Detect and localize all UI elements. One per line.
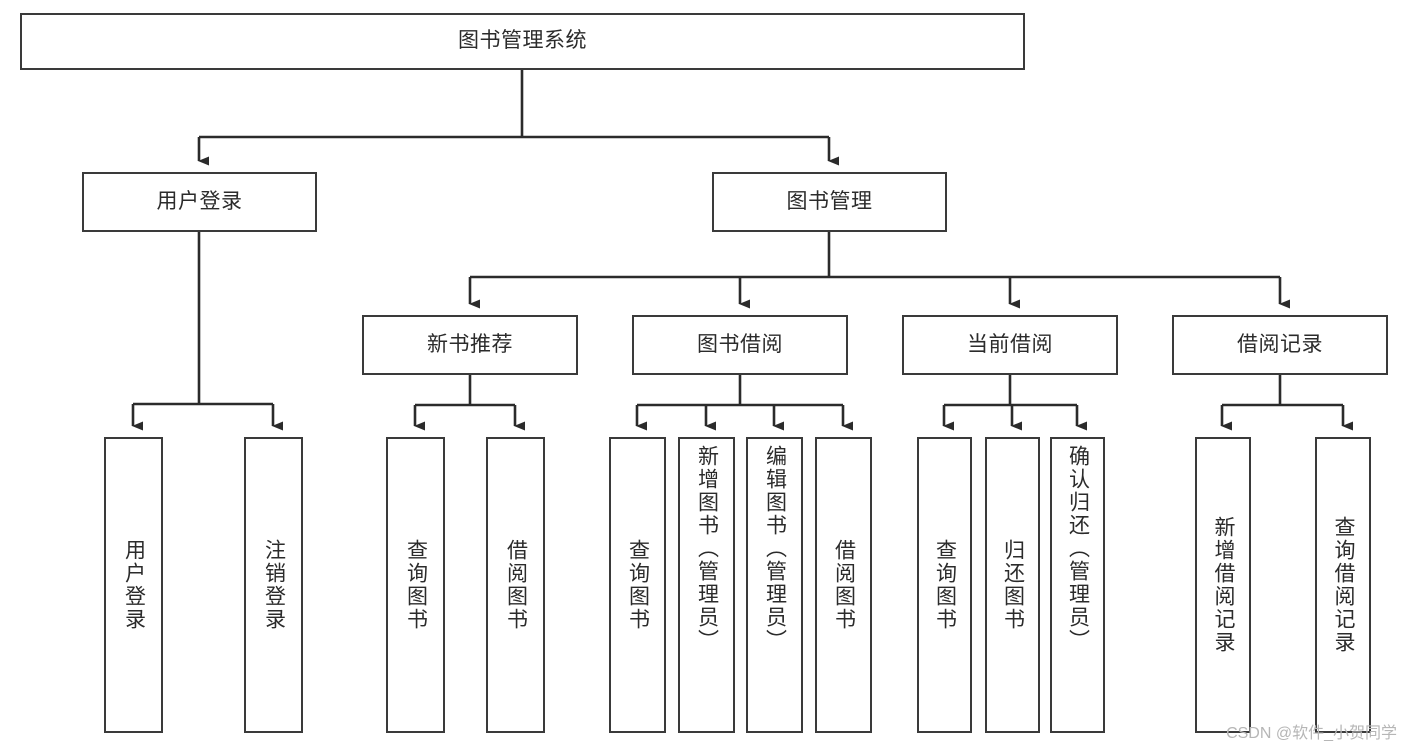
csdn-watermark: CSDN @软件_小贺同学 xyxy=(1226,725,1397,742)
node-leaf-user-login-label: 用户登录 xyxy=(122,539,146,631)
node-leaf-add-record[interactable]: 新增借阅记录 xyxy=(1195,437,1251,733)
node-new-book-recommend[interactable]: 新书推荐 xyxy=(362,315,578,375)
node-book-borrow-label: 图书借阅 xyxy=(697,332,783,356)
node-leaf-add-record-label: 新增借阅记录 xyxy=(1212,516,1236,654)
node-leaf-query-book-2-label: 查询图书 xyxy=(626,539,650,631)
node-current-borrow-label: 当前借阅 xyxy=(967,332,1053,356)
node-book-borrow[interactable]: 图书借阅 xyxy=(632,315,848,375)
node-leaf-query-book-2[interactable]: 查询图书 xyxy=(609,437,666,733)
node-leaf-logout-login[interactable]: 注销登录 xyxy=(244,437,303,733)
node-borrow-record[interactable]: 借阅记录 xyxy=(1172,315,1388,375)
node-root[interactable]: 图书管理系统 xyxy=(20,13,1025,70)
node-leaf-query-record-label: 查询借阅记录 xyxy=(1332,516,1356,654)
node-leaf-query-book-3-label: 查询图书 xyxy=(933,539,957,631)
node-leaf-borrow-book-1[interactable]: 借阅图书 xyxy=(486,437,545,733)
node-leaf-query-record[interactable]: 查询借阅记录 xyxy=(1315,437,1371,733)
node-leaf-add-book-label: 新增图书（管理员） xyxy=(695,445,719,652)
node-borrow-record-label: 借阅记录 xyxy=(1237,332,1323,356)
node-leaf-query-book-3[interactable]: 查询图书 xyxy=(917,437,972,733)
node-leaf-return-book-label: 归还图书 xyxy=(1001,539,1025,631)
node-leaf-borrow-book-2[interactable]: 借阅图书 xyxy=(815,437,872,733)
node-leaf-edit-book[interactable]: 编辑图书（管理员） xyxy=(746,437,803,733)
node-leaf-add-book[interactable]: 新增图书（管理员） xyxy=(678,437,735,733)
node-leaf-user-login[interactable]: 用户登录 xyxy=(104,437,163,733)
node-root-label: 图书管理系统 xyxy=(458,29,587,53)
node-leaf-borrow-book-1-label: 借阅图书 xyxy=(504,539,528,631)
node-current-borrow[interactable]: 当前借阅 xyxy=(902,315,1118,375)
node-leaf-logout-login-label: 注销登录 xyxy=(262,539,286,631)
node-leaf-borrow-book-2-label: 借阅图书 xyxy=(832,539,856,631)
node-leaf-confirm-return[interactable]: 确认归还（管理员） xyxy=(1050,437,1105,733)
node-leaf-query-book-1[interactable]: 查询图书 xyxy=(386,437,445,733)
node-book-manage[interactable]: 图书管理 xyxy=(712,172,947,232)
node-leaf-query-book-1-label: 查询图书 xyxy=(404,539,428,631)
node-user-login-label: 用户登录 xyxy=(156,189,243,213)
node-leaf-confirm-return-label: 确认归还（管理员） xyxy=(1066,445,1090,652)
node-leaf-return-book[interactable]: 归还图书 xyxy=(985,437,1040,733)
node-user-login[interactable]: 用户登录 xyxy=(82,172,317,232)
node-book-manage-label: 图书管理 xyxy=(786,189,873,213)
node-leaf-edit-book-label: 编辑图书（管理员） xyxy=(763,445,787,652)
node-new-book-recommend-label: 新书推荐 xyxy=(427,332,513,356)
